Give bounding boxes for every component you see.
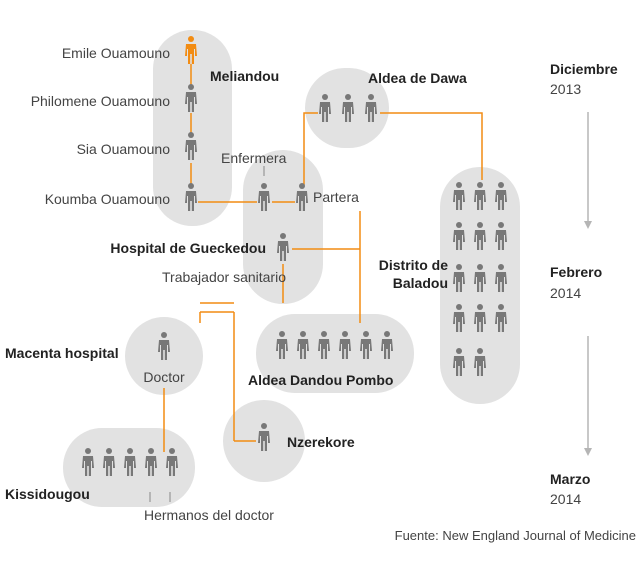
role-enfermera: Enfermera [221,150,287,166]
place-aldea-dawa: Aldea de Dawa [368,70,467,86]
bubble-macenta [125,317,203,395]
label-emile: Emile Ouamouno [62,45,170,61]
place-distrito-baladou-line2: Baladou [393,275,448,291]
link-partera-dawa [303,112,318,185]
transmission-links [163,64,483,452]
link-dawa-baladou [380,112,483,180]
place-hospital-gueckedou: Hospital de Gueckedou [110,240,266,256]
bubble-distrito-baladou [440,167,520,404]
bubble-meliandou [153,30,232,226]
timeline-year-2: 2014 [550,285,581,301]
place-distrito-baladou-line1: Distrito de [379,257,448,273]
place-nzerekore: Nzerekore [287,434,355,450]
place-kissidougou: Kissidougou [5,486,90,502]
timeline-year-3: 2014 [550,491,581,507]
role-partera: Partera [313,189,359,205]
role-ticks [149,166,265,502]
timeline-month-2: Febrero [550,264,602,280]
bubble-aldea-dandou [256,314,414,393]
timeline-year-1: 2013 [550,81,581,97]
place-meliandou: Meliandou [210,68,279,84]
place-aldea-dandou: Aldea Dandou Pombo [248,372,393,388]
role-hermanos: Hermanos del doctor [144,507,274,523]
role-trabajador: Trabajador sanitario [162,269,286,285]
label-sia: Sia Ouamouno [77,141,171,157]
label-philomene: Philomene Ouamouno [31,93,171,109]
label-koumba: Koumba Ouamouno [45,191,171,207]
place-macenta: Macenta hospital [5,345,119,361]
timeline: Diciembre 2013 Febrero 2014 Marzo 2014 [550,61,618,507]
source-credit: Fuente: New England Journal of Medicine [395,528,636,543]
timeline-month-1: Diciembre [550,61,618,77]
timeline-month-3: Marzo [550,471,590,487]
role-doctor: Doctor [143,369,185,385]
